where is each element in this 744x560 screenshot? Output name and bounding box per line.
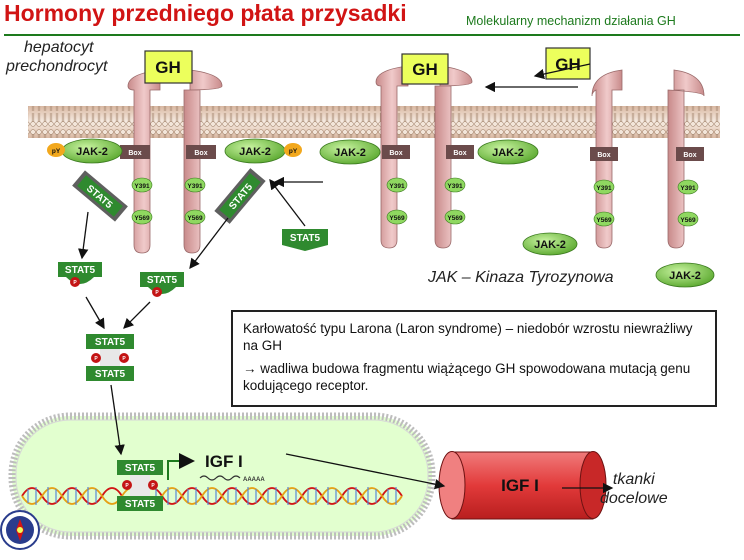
cell-type-hepatocyte: hepatocyt: [24, 39, 94, 56]
polya-tail: AAAAA: [243, 477, 265, 483]
svg-text:Y391: Y391: [447, 183, 463, 190]
svg-text:STAT5: STAT5: [147, 275, 178, 286]
stat5-phosphorylated-1: STAT5 P: [58, 262, 102, 287]
svg-text:GH: GH: [155, 58, 181, 77]
svg-text:P: P: [73, 280, 77, 286]
stat5-docked-left: STAT5: [72, 170, 128, 222]
svg-text:pY: pY: [289, 148, 298, 155]
svg-text:GH: GH: [555, 55, 581, 74]
jak2-kinases: JAK-2 JAK-2 JAK-2 JAK-2 JAK-2 JAK-2: [61, 138, 715, 288]
svg-text:Y391: Y391: [596, 185, 612, 192]
svg-text:Y569: Y569: [187, 215, 203, 222]
svg-text:Y391: Y391: [389, 183, 405, 190]
svg-text:JAK-2: JAK-2: [334, 147, 366, 159]
target-line-2: docelowe: [600, 490, 668, 507]
title-underline: [4, 34, 740, 36]
svg-text:Y569: Y569: [389, 215, 405, 222]
pathway-arrows: [78, 63, 614, 494]
svg-text:Y569: Y569: [134, 215, 150, 222]
cell-type-prechondrocyte: prechondrocyt: [6, 58, 108, 75]
svg-text:Box: Box: [683, 152, 696, 159]
svg-text:Y569: Y569: [680, 217, 696, 224]
svg-text:P: P: [125, 483, 129, 489]
svg-text:Y569: Y569: [447, 215, 463, 222]
svg-text:Box: Box: [453, 150, 466, 157]
svg-text:Box: Box: [194, 150, 207, 157]
svg-text:Y391: Y391: [680, 185, 696, 192]
phosphotyrosine-tags: pY pY: [47, 143, 302, 157]
svg-text:P: P: [155, 290, 159, 296]
svg-text:JAK-2: JAK-2: [76, 146, 108, 158]
laron-syndrome-note: Karłowatość typu Larona (Laron syndrome)…: [231, 310, 717, 407]
university-logo: [0, 510, 40, 550]
transcription-start-arrow: [167, 453, 195, 480]
target-tissues: tkanki docelowe: [600, 470, 668, 508]
svg-text:pY: pY: [52, 148, 61, 155]
svg-text:STAT5: STAT5: [95, 369, 126, 380]
svg-text:P: P: [122, 356, 126, 362]
stat5-docked-right: STAT5: [214, 168, 266, 224]
gh-hormone-1: GH: [144, 50, 193, 84]
page-title: Hormony przedniego płata przysadki: [4, 0, 407, 26]
svg-text:IGF I: IGF I: [501, 476, 539, 495]
svg-text:STAT5: STAT5: [125, 463, 156, 474]
svg-text:JAK-2: JAK-2: [239, 146, 271, 158]
svg-text:P: P: [94, 356, 98, 362]
svg-text:JAK-2: JAK-2: [669, 270, 701, 282]
svg-text:Box: Box: [128, 150, 141, 157]
stat5-dimer: STAT5 STAT5 P P: [86, 334, 134, 381]
tyrosine-residues: Y391 Y569 Y391 Y569 Y391 Y569 Y391 Y569 …: [131, 177, 699, 227]
laron-mechanism: → wadliwa budowa fragmentu wiążącego GH …: [243, 361, 691, 393]
svg-text:STAT5: STAT5: [290, 233, 321, 244]
page-subtitle: Molekularny mechanizm działania GH: [466, 14, 676, 28]
laron-definition: Karłowatość typu Larona (Laron syndrome)…: [243, 321, 693, 353]
target-line-1: tkanki: [612, 471, 655, 488]
gh-hormone-2: GH: [401, 53, 449, 85]
svg-text:Box: Box: [389, 150, 402, 157]
svg-text:STAT5: STAT5: [65, 265, 96, 276]
box-motifs: Box Box Box Box Box Box: [120, 145, 704, 161]
svg-text:GH: GH: [412, 60, 438, 79]
svg-text:Y391: Y391: [134, 183, 150, 190]
igf1-product: IGF I: [438, 451, 607, 520]
jak-caption: JAK – Kinaza Tyrozynowa: [428, 269, 614, 286]
nucleus-envelope: [15, 419, 429, 533]
svg-text:Box: Box: [597, 152, 610, 159]
svg-text:P: P: [151, 483, 155, 489]
svg-text:STAT5: STAT5: [125, 499, 156, 510]
stat5-dimer-on-dna: STAT5 STAT5 P P: [117, 460, 163, 511]
stat5-free: STAT5: [282, 229, 328, 251]
svg-text:JAK-2: JAK-2: [534, 239, 566, 251]
stat5-phosphorylated-2: STAT5 P: [140, 272, 184, 297]
gene-label: IGF I: [205, 452, 243, 471]
gh-hormone-free: GH: [545, 47, 591, 80]
svg-text:STAT5: STAT5: [95, 337, 126, 348]
gh-receptor-dimer-1: [127, 69, 223, 254]
dna-helix: [21, 487, 403, 505]
svg-text:Y391: Y391: [187, 183, 203, 190]
svg-text:JAK-2: JAK-2: [492, 147, 524, 159]
mrna-strand: [199, 475, 241, 481]
phospholipid-bilayer: [28, 106, 720, 138]
svg-text:Y569: Y569: [596, 217, 612, 224]
